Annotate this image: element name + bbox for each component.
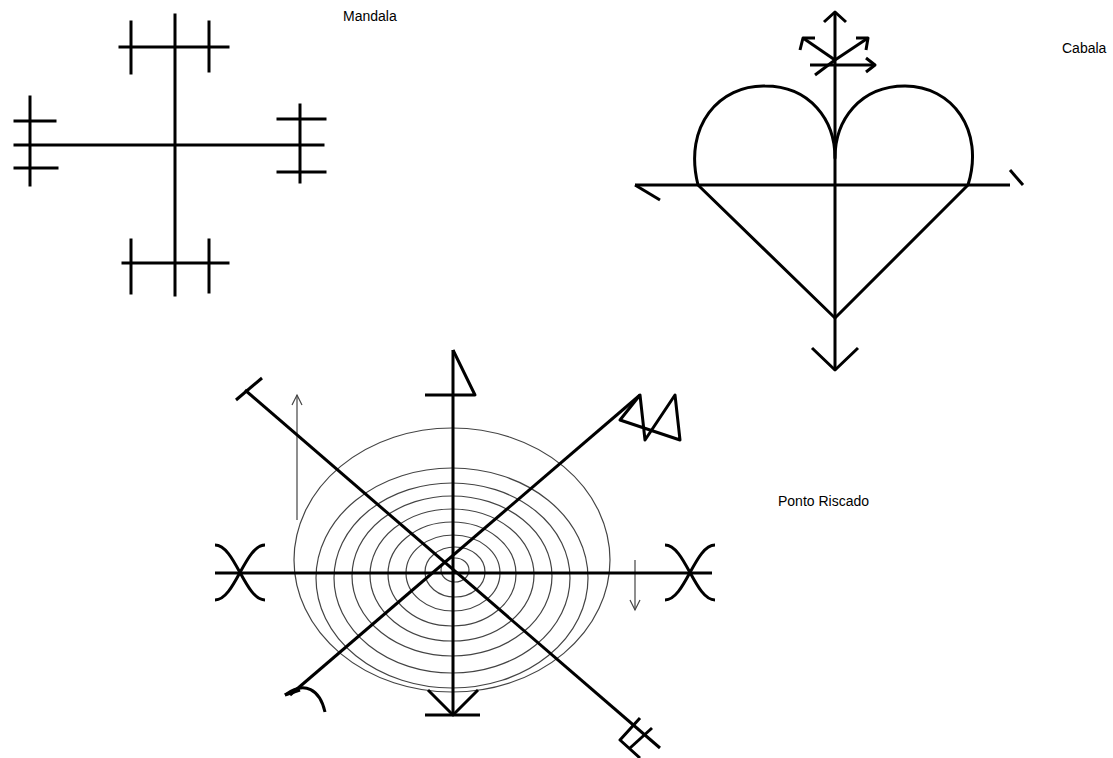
mandala-symbol	[15, 15, 325, 295]
symbol-title: Mandala	[343, 8, 397, 24]
cabala-symbol	[635, 12, 1023, 370]
symbol-title: Cabala	[1062, 40, 1106, 56]
symbol-title: Ponto Riscado	[778, 493, 869, 509]
ponto-riscado-symbol	[215, 350, 715, 758]
